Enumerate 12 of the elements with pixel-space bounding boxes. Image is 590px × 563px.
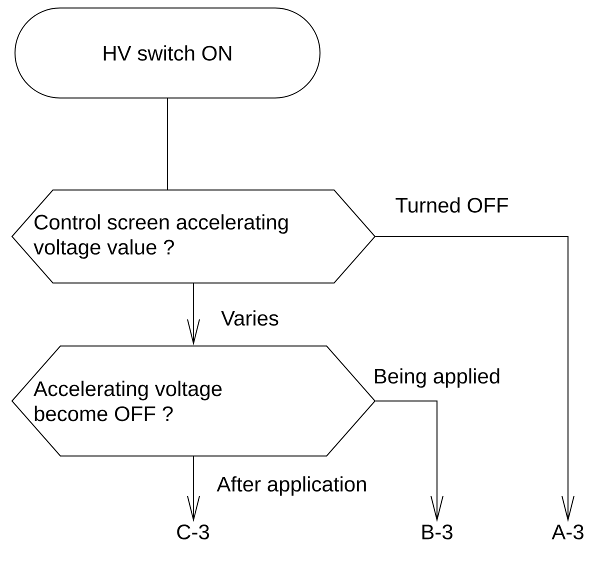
arrow <box>187 283 200 346</box>
arrow <box>187 456 200 522</box>
edge-label: Varies <box>220 309 280 327</box>
edge-label: After application <box>216 475 368 497</box>
edge-label: Turned OFF <box>394 196 510 214</box>
terminator-box: HV switch ON <box>14 8 320 98</box>
connector-label: C-3 <box>177 524 209 540</box>
connector-label: A-3 <box>552 524 584 540</box>
connector-label: B-3 <box>422 524 452 540</box>
connector-line <box>167 98 168 190</box>
arrow <box>375 236 574 522</box>
arrow <box>375 400 444 522</box>
